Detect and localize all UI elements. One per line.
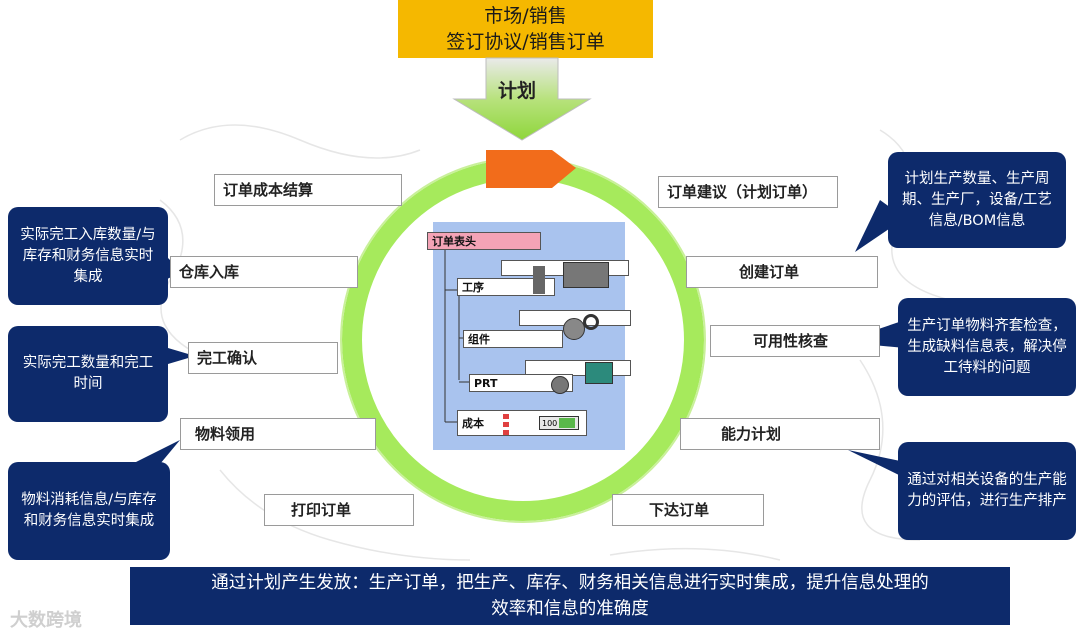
watermark-text: 大数跨境 <box>10 610 82 631</box>
step-release-order: 下达订单 <box>612 494 764 526</box>
order-structure-panel: 订单表头 工序 组件 PRT 成本 100 <box>427 222 631 450</box>
plan-arrow <box>452 57 592 141</box>
gear-icon <box>563 318 585 340</box>
callout-material-consumption: 物料消耗信息/与库存和财务信息实时集成 <box>8 462 170 560</box>
plan-arrow-label: 计划 <box>498 80 537 102</box>
step-warehouse-in: 仓库入库 <box>170 256 358 288</box>
step-print-order: 打印订单 <box>264 494 414 526</box>
pointer-capacity <box>848 450 905 478</box>
pointer-completion <box>168 348 195 364</box>
step-completion-confirm: 完工确认 <box>188 342 338 374</box>
step-order-cost-settlement: 订单成本结算 <box>214 174 402 206</box>
summary-line2: 效率和信息的准确度 <box>491 599 649 619</box>
watermark-logo: 大数跨境 <box>10 606 82 632</box>
step-create-order: 创建订单 <box>686 256 878 288</box>
start-marker <box>486 150 576 188</box>
market-sales-line1: 市场/销售 <box>484 5 567 27</box>
summary-bar: 通过计划产生发放：生产订单，把生产、库存、财务相关信息进行实时集成，提升信息处理… <box>130 567 1010 625</box>
step-capacity-plan: 能力计划 <box>680 418 880 450</box>
step-material-issue: 物料领用 <box>180 418 376 450</box>
process-card: 工序 <box>457 278 555 296</box>
market-sales-box: 市场/销售 签订协议/销售订单 <box>398 0 653 58</box>
machine-icon <box>563 262 609 288</box>
component-card: 组件 <box>463 330 563 348</box>
callout-material-kit: 生产订单物料齐套检查，生成缺料信息表，解决停工待料的问题 <box>898 298 1076 396</box>
step-order-suggestion: 订单建议（计划订单） <box>658 176 838 208</box>
cost-label: 成本 <box>462 417 484 430</box>
order-header-card: 订单表头 <box>427 232 541 250</box>
summary-line1: 通过计划产生发放：生产订单，把生产、库存、财务相关信息进行实时集成，提升信息处理… <box>211 573 929 593</box>
wheel-icon <box>551 376 569 394</box>
callout-warehouse-integration: 实际完工入库数量/与库存和财务信息实时集成 <box>8 207 168 305</box>
callout-capacity-eval: 通过对相关设备的生产能力的评估，进行生产排产 <box>898 442 1076 540</box>
fixture-icon <box>585 362 613 384</box>
drill-icon <box>533 266 545 294</box>
callout-plan-info: 计划生产数量、生产周期、生产厂，设备/工艺信息/BOM信息 <box>888 152 1066 248</box>
callout-completion-time: 实际完工数量和完工时间 <box>8 326 168 422</box>
market-sales-line2: 签订协议/销售订单 <box>446 31 605 53</box>
prt-card: PRT <box>469 374 573 392</box>
step-availability-check: 可用性核查 <box>710 325 880 357</box>
bearing-icon <box>583 314 599 330</box>
cost-meter-value: 100 <box>542 419 558 428</box>
